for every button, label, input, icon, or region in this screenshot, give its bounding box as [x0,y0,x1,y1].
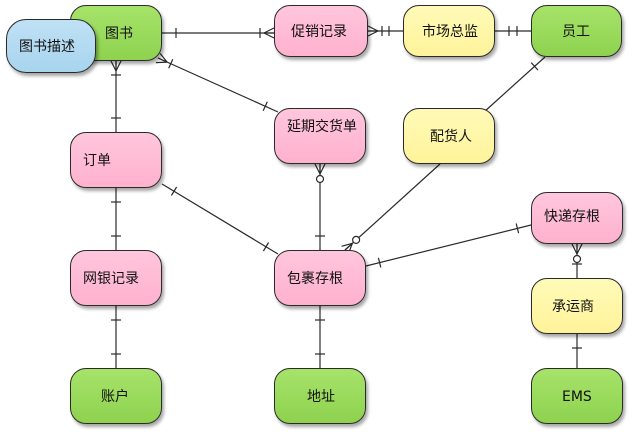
entity-deferred-delivery[interactable]: 延期交货单 [274,108,366,164]
relationship-distributor-package-stub [341,163,441,254]
entity-ems[interactable]: EMS [531,368,623,424]
entity-distributor[interactable]: 配货人 [403,108,495,164]
entity-label: 地址 [307,389,335,405]
entity-book-description[interactable]: 图书描述 [6,19,96,73]
entity-label: 促销记录 [291,24,347,40]
entity-label: 市场总监 [422,24,478,40]
entity-package-stub[interactable]: 包裹存根 [274,250,366,306]
relationship-book-deferred-delivery [155,53,279,113]
entity-label: 图书描述 [19,39,75,55]
relationship-order-package-stub [161,183,279,255]
entity-label: 快递存根 [544,209,600,225]
entity-market-supervisor[interactable]: 市场总监 [403,5,495,57]
entity-label: 延期交货单 [287,119,357,135]
relationship-book-promotion-record [162,27,275,39]
entity-express-stub[interactable]: 快递存根 [531,192,623,244]
entity-label: 图书 [105,26,133,42]
relationship-express-stub-carrier [571,243,583,278]
relationship-market-supervisor-staff [495,26,531,36]
relationship-promotion-record-market-supervisor [367,25,403,37]
entity-label: 配货人 [430,129,472,145]
relationship-online-banking-record-account [111,306,121,368]
entity-carrier[interactable]: 承运商 [531,278,623,334]
entity-online-banking-record[interactable]: 网银记录 [70,250,162,306]
relationship-staff-distributor [483,56,546,113]
relationship-package-stub-express-stub [365,223,532,268]
entity-order[interactable]: 订单 [70,132,162,188]
entity-account[interactable]: 账户 [70,368,162,424]
relationship-carrier-ems [572,334,582,368]
entity-label: 包裹存根 [287,271,343,287]
entity-label: 订单 [83,153,111,169]
entity-label: EMS [562,389,592,405]
relationship-order-online-banking-record [111,188,121,250]
entity-label: 员工 [562,24,590,40]
relationship-deferred-delivery-package-stub [314,163,326,250]
entity-promotion-record[interactable]: 促销记录 [274,5,368,57]
entity-label: 账户 [101,389,129,405]
entity-label: 承运商 [552,299,594,315]
entity-address[interactable]: 地址 [274,368,366,424]
entity-label: 网银记录 [83,271,139,287]
entity-staff[interactable]: 员工 [531,5,622,57]
relationship-package-stub-address [315,306,325,368]
relationship-book-order [110,60,122,132]
